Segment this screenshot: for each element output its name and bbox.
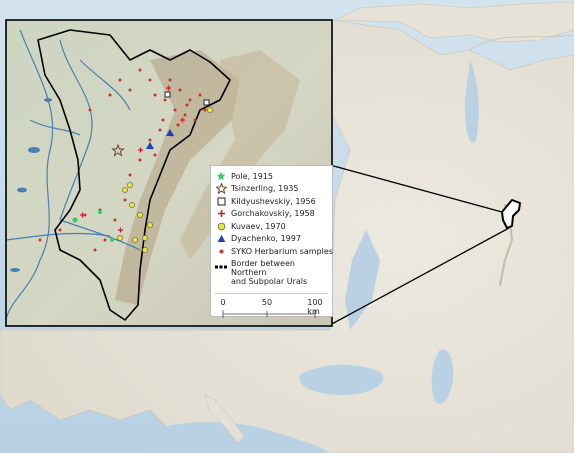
blue-triangle-icon <box>215 234 227 243</box>
legend: Pole, 1915 Tsinzerling, 1935 Kildyushevs… <box>210 165 333 318</box>
open-star-icon <box>215 183 227 195</box>
scale-label-100: 100 km <box>307 297 323 316</box>
red-cross-icon <box>215 209 227 218</box>
legend-label-kuvaev: Kuvaev, 1970 <box>231 221 286 231</box>
legend-label-syko: SYKO Herbarium samples <box>231 246 333 256</box>
connector-line-bottom <box>329 227 510 326</box>
legend-label-dyachenko: Dyachenko, 1997 <box>231 234 301 244</box>
green-star-icon <box>215 171 227 181</box>
scale-label-0: 0 <box>220 297 226 307</box>
legend-item-tsinzerling: Tsinzerling, 1935 <box>215 183 328 196</box>
legend-item-pole: Pole, 1915 <box>215 170 328 183</box>
scale-bar: 0 50 100 km <box>215 292 328 324</box>
tsinzerling-points <box>111 143 125 157</box>
open-square-icon <box>215 197 227 206</box>
ural-ridge <box>115 50 240 305</box>
legend-item-syko: SYKO Herbarium samples <box>215 245 333 258</box>
legend-label-pole: Pole, 1915 <box>231 171 274 181</box>
legend-label-border: Border between Northern and Subpolar Ura… <box>231 258 308 286</box>
eurasia-landmass <box>0 19 574 453</box>
legend-label-tsinzerling: Tsinzerling, 1935 <box>231 184 299 194</box>
red-dot-icon <box>215 248 227 255</box>
yellow-circle-icon <box>215 222 227 231</box>
legend-item-border: Border between Northern and Subpolar Ura… <box>215 259 328 286</box>
region-outline-small <box>501 199 521 229</box>
caspian-sea <box>431 349 454 404</box>
scale-bar-line <box>222 309 316 318</box>
legend-item-kildyushevskiy: Kildyushevskiy, 1956 <box>215 195 328 208</box>
kuvaev-points <box>117 107 213 253</box>
dyachenko-points <box>146 129 174 149</box>
gulf-ob <box>464 60 479 143</box>
black-sea <box>299 364 384 395</box>
kildyushevskiy-points <box>164 91 210 106</box>
gorchakovskiy-points <box>80 85 185 233</box>
border-northern-subpolar <box>37 29 231 321</box>
scandinavia <box>334 1 574 43</box>
pole-points <box>72 210 114 242</box>
lakes <box>10 98 52 272</box>
connector-line-top <box>329 164 503 213</box>
legend-label-gorchakovskiy: Gorchakovskiy, 1958 <box>231 209 315 219</box>
legend-item-gorchakovskiy: Gorchakovskiy, 1958 <box>215 208 328 221</box>
dashed-border-icon <box>215 259 227 271</box>
italy <box>204 394 245 444</box>
legend-item-dyachenko: Dyachenko, 1997 <box>215 233 328 246</box>
scale-label-50: 50 <box>261 297 273 307</box>
legend-label-kildyushevskiy: Kildyushevskiy, 1956 <box>231 196 316 206</box>
taymyr-coast <box>469 34 574 51</box>
river-network <box>6 29 141 321</box>
legend-item-kuvaev: Kuvaev, 1970 <box>215 220 328 233</box>
baltic-sea <box>345 230 380 330</box>
